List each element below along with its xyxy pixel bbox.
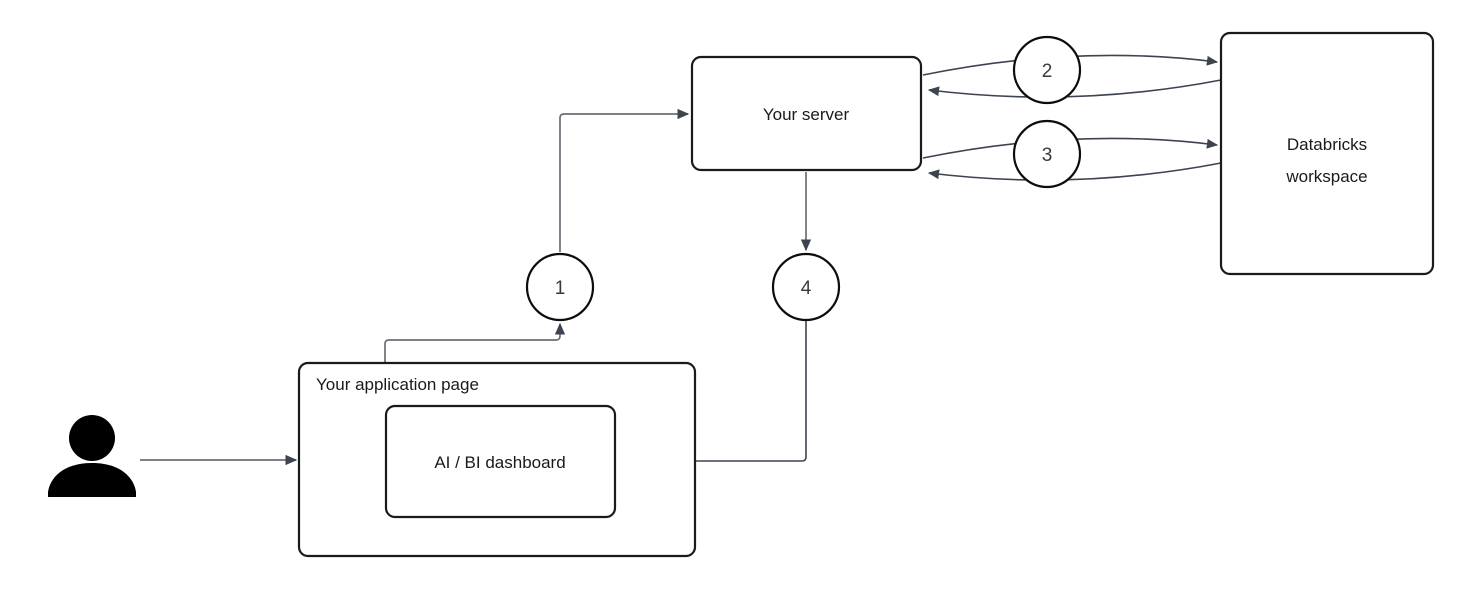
ai-bi-dashboard-box bbox=[384, 404, 617, 519]
step-badge-1[interactable]: 1 bbox=[525, 252, 595, 322]
connector-step-2-response bbox=[927, 79, 1222, 98]
node-ai-bi-dashboard[interactable]: AI / BI dashboard bbox=[384, 404, 617, 519]
connector-step-3-response bbox=[927, 162, 1222, 181]
step-1-number: 1 bbox=[555, 278, 566, 299]
step-4-circle bbox=[771, 252, 841, 322]
node-your-server[interactable]: Your server bbox=[690, 55, 923, 172]
step-badge-4[interactable]: 4 bbox=[771, 252, 841, 322]
user-icon-head bbox=[69, 415, 115, 461]
connector-step-1-to-server bbox=[559, 108, 690, 252]
connector-application-page-to-step-1 bbox=[384, 322, 566, 362]
step-badge-3[interactable]: 3 bbox=[1012, 119, 1082, 189]
databricks-workspace-label-line1: Databricks bbox=[1287, 135, 1367, 154]
your-server-label: Your server bbox=[763, 105, 850, 124]
step-2-number: 2 bbox=[1042, 61, 1053, 82]
step-4-number: 4 bbox=[801, 278, 812, 299]
databricks-workspace-label-line2: workspace bbox=[1285, 167, 1367, 186]
step-1-circle bbox=[525, 252, 595, 322]
your-server-box bbox=[690, 55, 923, 172]
node-databricks-workspace[interactable]: Databricks workspace bbox=[1219, 31, 1435, 276]
user-icon-body bbox=[48, 463, 136, 497]
step-badge-2[interactable]: 2 bbox=[1012, 35, 1082, 105]
step-3-number: 3 bbox=[1042, 145, 1053, 166]
step-2-circle bbox=[1012, 35, 1082, 105]
step-3-circle bbox=[1012, 119, 1082, 189]
user-icon bbox=[48, 415, 136, 497]
databricks-workspace-box bbox=[1219, 31, 1435, 276]
your-application-page-label: Your application page bbox=[316, 375, 479, 394]
connector-step-4-to-dashboard bbox=[616, 321, 807, 466]
ai-bi-dashboard-label: AI / BI dashboard bbox=[434, 453, 565, 472]
